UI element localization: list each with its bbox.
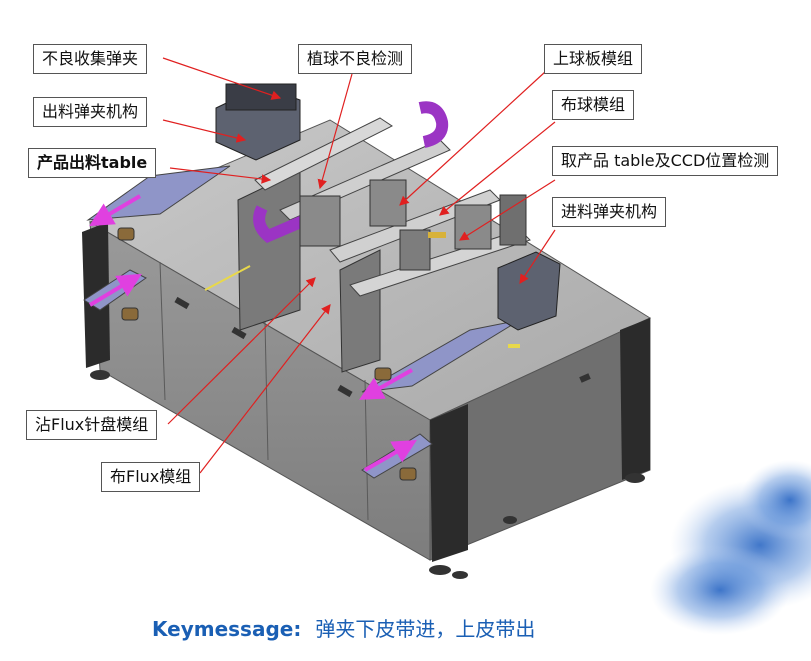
leader-infeed-clip xyxy=(519,229,556,285)
flow-arrows xyxy=(88,194,417,472)
label-upper-ball-plate-module: 上球板模组 xyxy=(544,44,643,74)
flow-arrow-infeed-front xyxy=(363,439,417,472)
leader-upper-plate xyxy=(399,71,546,206)
leader-lines xyxy=(162,57,556,474)
label-flux-pin-module: 沾Flux针盘模组 xyxy=(26,410,158,440)
label-ball-reject-check: 植球不良检测 xyxy=(298,44,413,74)
upper-assemblies xyxy=(204,83,561,373)
label-pick-table-ccd: 取产品 table及CCD位置检测 xyxy=(552,146,779,176)
key-message-label: Keymessage: xyxy=(152,617,302,641)
leader-ball-reject xyxy=(317,73,353,190)
key-message: Keymessage: 弹夹下皮带进，上皮带出 xyxy=(152,614,535,644)
flow-arrow-outfeed-left xyxy=(89,194,142,227)
watercolor-decoration xyxy=(650,460,811,635)
label-reject-clip-collect: 不良收集弹夹 xyxy=(33,44,148,74)
flow-arrow-infeed-left xyxy=(88,273,142,307)
label-outfeed-clip-mechanism: 出料弹夹机构 xyxy=(33,97,148,127)
label-ball-module: 布球模组 xyxy=(552,90,635,120)
leader-reject-clip xyxy=(162,57,282,100)
key-message-text: 弹夹下皮带进，上皮带出 xyxy=(315,617,536,641)
label-flux-module: 布Flux模组 xyxy=(101,462,201,492)
leader-outfeed-clip xyxy=(162,119,247,143)
flow-arrow-outfeed-front xyxy=(359,368,413,400)
leader-ball-module xyxy=(439,121,556,216)
label-product-outfeed-table: 产品出料table xyxy=(28,148,157,178)
leader-outfeed-table xyxy=(169,167,272,184)
leader-flux-module xyxy=(199,304,331,474)
label-infeed-clip-mechanism: 进料弹夹机构 xyxy=(552,197,667,227)
leader-flux-pin xyxy=(167,277,316,425)
leader-pick-table xyxy=(458,179,556,241)
